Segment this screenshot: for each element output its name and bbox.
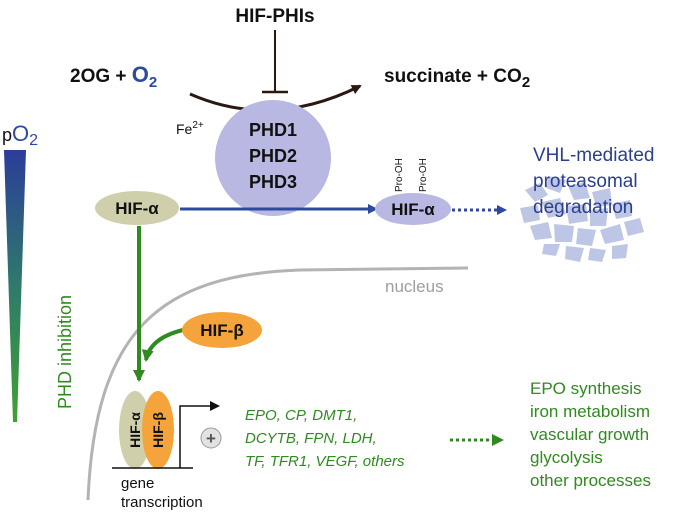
phd-inhibition-label: PHD inhibition bbox=[55, 295, 75, 409]
proteasome-fragments-icon bbox=[520, 176, 644, 262]
gene-transcription-line-2: transcription bbox=[121, 494, 203, 511]
hif-alpha-label: HIF-α bbox=[115, 199, 159, 218]
degradation-line-1: VHL-mediated bbox=[533, 145, 654, 166]
nucleus-label: nucleus bbox=[385, 277, 444, 296]
enzyme-phd2: PHD2 bbox=[249, 146, 297, 166]
plus-sign: + bbox=[206, 429, 216, 448]
hif-alpha-ellipse bbox=[95, 191, 179, 225]
reaction-products: succinate + CO2 bbox=[384, 66, 530, 91]
nucleus-membrane bbox=[86, 266, 469, 501]
oxygen-label: O bbox=[132, 62, 149, 87]
phd-enzyme-circle bbox=[215, 100, 331, 216]
plus-circle bbox=[200, 427, 222, 449]
target-genes-line-2: DCYTB, FPN, LDH, bbox=[245, 430, 377, 447]
outcome-2: iron metabolism bbox=[530, 402, 650, 421]
reaction-substrates: 2OG + O2 bbox=[70, 62, 157, 91]
gene-transcription-line-1: gene bbox=[121, 475, 154, 492]
target-genes-line-1: EPO, CP, DMT1, bbox=[245, 407, 357, 424]
hif-beta-label: HIF-β bbox=[200, 321, 243, 340]
hydroxylated-hif-alpha-label: HIF-α bbox=[391, 200, 435, 219]
dimer-hif-alpha bbox=[119, 391, 151, 469]
enzyme-phd1: PHD1 bbox=[249, 120, 297, 140]
enzyme-phd3: PHD3 bbox=[249, 172, 297, 192]
cofactor-label: Fe2+ bbox=[176, 120, 204, 137]
dimer-hif-alpha-label: HIF-α bbox=[127, 412, 143, 448]
degradation-line-2: proteasomal bbox=[533, 171, 638, 192]
dimer-hif-beta-label: HIF-β bbox=[150, 412, 166, 448]
hif-beta-binding-arrow bbox=[141, 328, 184, 362]
hif-beta-ellipse bbox=[182, 312, 262, 348]
degradation-line-3: degradation bbox=[533, 197, 633, 218]
outcome-1: EPO synthesis bbox=[530, 379, 642, 398]
dimer-hif-beta bbox=[142, 391, 174, 469]
outcome-5: other processes bbox=[530, 471, 651, 490]
transcription-start-head bbox=[210, 401, 220, 411]
outcome-4: glycolysis bbox=[530, 448, 603, 467]
po2-gradient-wedge bbox=[4, 150, 26, 422]
pro-oh-label-2: Pro-OH bbox=[418, 158, 429, 192]
outcome-3: vascular growth bbox=[530, 425, 649, 444]
pro-oh-label-1: Pro-OH bbox=[394, 158, 405, 192]
po2-label: pO2 bbox=[2, 121, 38, 149]
transcription-start-arrow bbox=[179, 405, 210, 468]
target-genes-line-3: TF, TFR1, VEGF, others bbox=[245, 453, 405, 470]
inhibitor-label: HIF-PHIs bbox=[235, 6, 314, 27]
hydroxylated-hif-alpha-ellipse bbox=[375, 193, 451, 225]
